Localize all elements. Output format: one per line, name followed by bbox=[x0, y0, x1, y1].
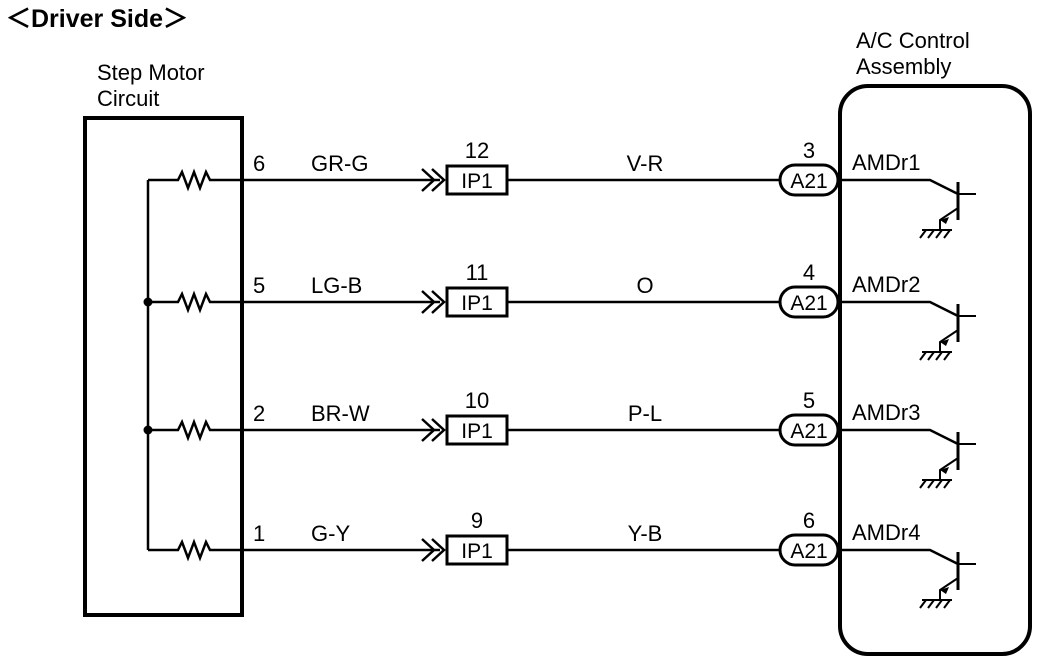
transistor-arrow-icon bbox=[940, 217, 949, 224]
connector-chevron-icon bbox=[421, 538, 446, 562]
ip-connector-label: IP1 bbox=[461, 420, 493, 443]
a-pin-number: 5 bbox=[803, 388, 815, 413]
ground-icon bbox=[919, 479, 952, 489]
connector-chevron-icon bbox=[421, 418, 446, 442]
base-wire bbox=[838, 428, 959, 446]
base-wire bbox=[838, 300, 959, 318]
terminal-label: AMDr2 bbox=[852, 272, 920, 297]
motor-pin-number: 2 bbox=[253, 401, 265, 426]
wire-color-right: P-L bbox=[628, 401, 662, 426]
ground-icon bbox=[919, 599, 952, 609]
motor-coil-resistor bbox=[148, 290, 242, 314]
transistor-arrow-icon bbox=[940, 587, 949, 594]
ip-pin-number: 12 bbox=[465, 138, 489, 163]
junction-dot bbox=[143, 297, 153, 307]
ip-connector-label: IP1 bbox=[461, 540, 493, 563]
wire-color-left: G-Y bbox=[311, 521, 350, 546]
ip-pin-number: 11 bbox=[466, 260, 489, 285]
ac-control-label-line1: A/C Control bbox=[856, 28, 970, 53]
wire-color-right: O bbox=[636, 273, 653, 298]
diagram-title: ＜Driver Side＞ bbox=[6, 5, 188, 33]
wire-color-left: GR-G bbox=[311, 151, 368, 176]
motor-coil-resistor bbox=[148, 538, 242, 562]
base-wire bbox=[838, 178, 959, 196]
terminal-label: AMDr1 bbox=[852, 150, 920, 175]
transistor-arrow-icon bbox=[940, 467, 949, 474]
wire-color-right: V-R bbox=[627, 151, 664, 176]
junction-dot bbox=[143, 425, 153, 435]
transistor-arrow-icon bbox=[940, 339, 949, 346]
motor-coil-resistor bbox=[148, 418, 242, 442]
wire-color-left: LG-B bbox=[311, 273, 362, 298]
terminal-label: AMDr3 bbox=[852, 400, 920, 425]
a-connector-label: A21 bbox=[790, 540, 827, 563]
a-pin-number: 4 bbox=[803, 260, 815, 285]
terminal-label: AMDr4 bbox=[852, 520, 920, 545]
a-pin-number: 3 bbox=[803, 138, 815, 163]
ground-icon bbox=[919, 229, 952, 239]
connector-chevron-icon bbox=[421, 168, 446, 192]
a-connector-label: A21 bbox=[790, 170, 827, 193]
motor-pin-number: 1 bbox=[253, 521, 265, 546]
ac-control-label-line2: Assembly bbox=[856, 54, 951, 79]
ip-connector-label: IP1 bbox=[461, 170, 493, 193]
step-motor-label-line2: Circuit bbox=[97, 86, 159, 111]
connector-chevron-icon bbox=[421, 290, 446, 314]
step-motor-circuit-box bbox=[83, 116, 244, 617]
base-wire bbox=[838, 548, 959, 566]
wire-color-right: Y-B bbox=[628, 521, 663, 546]
step-motor-label-line1: Step Motor bbox=[97, 60, 205, 85]
ip-pin-number: 10 bbox=[465, 388, 489, 413]
wire-color-left: BR-W bbox=[311, 401, 370, 426]
a-connector-label: A21 bbox=[790, 292, 827, 315]
motor-pin-number: 5 bbox=[253, 273, 265, 298]
a-pin-number: 6 bbox=[803, 508, 815, 533]
ip-pin-number: 9 bbox=[471, 508, 483, 533]
ip-connector-label: IP1 bbox=[461, 292, 493, 315]
motor-coil-resistor bbox=[148, 168, 242, 192]
a-connector-label: A21 bbox=[790, 420, 827, 443]
motor-pin-number: 6 bbox=[253, 151, 265, 176]
ac-control-assembly-box bbox=[838, 84, 1032, 656]
ground-icon bbox=[919, 351, 952, 361]
